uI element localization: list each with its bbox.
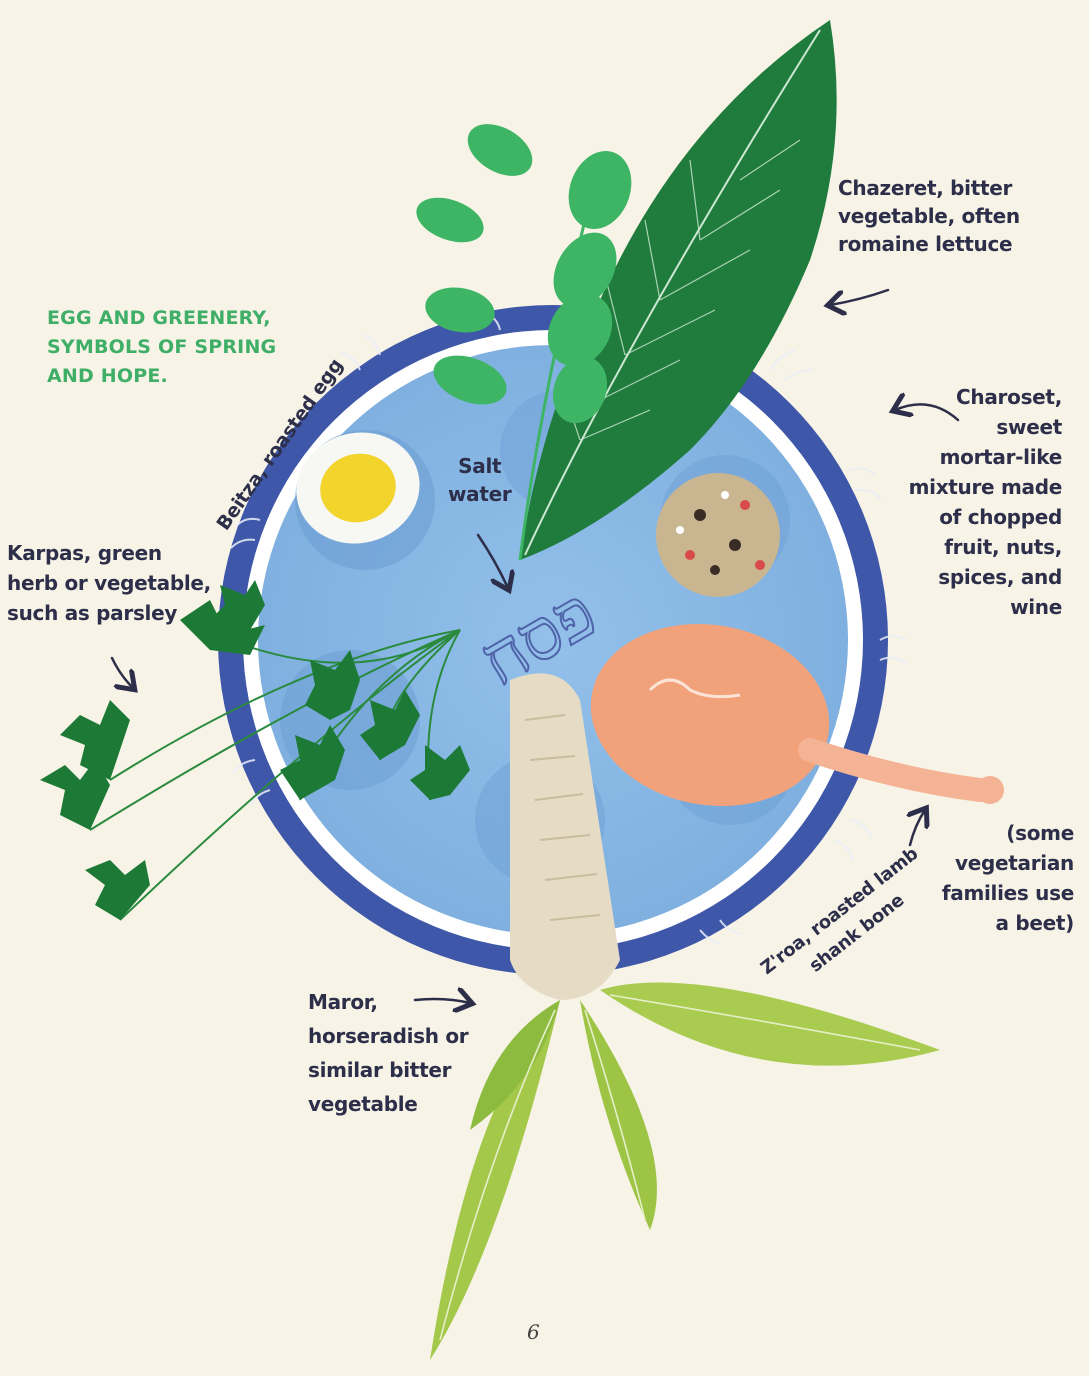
charoset-ball xyxy=(656,473,780,597)
label-karpas: Karpas, green herb or vegetable, such as… xyxy=(7,538,211,628)
label-egg-greenery: EGG AND GREENERY, SYMBOLS OF SPRING AND … xyxy=(47,304,276,391)
label-charoset: Charoset, sweet mortar-like mixture made… xyxy=(909,382,1062,622)
label-salt-water: Salt water xyxy=(448,452,511,508)
maror-leaves xyxy=(430,983,940,1361)
page-number: 6 xyxy=(527,1320,540,1344)
label-vegetarian: (some vegetarian families use a beet) xyxy=(942,818,1074,938)
label-maror: Maror, horseradish or similar bitter veg… xyxy=(308,985,468,1121)
label-chazeret: Chazeret, bitter vegetable, often romain… xyxy=(838,174,1020,258)
